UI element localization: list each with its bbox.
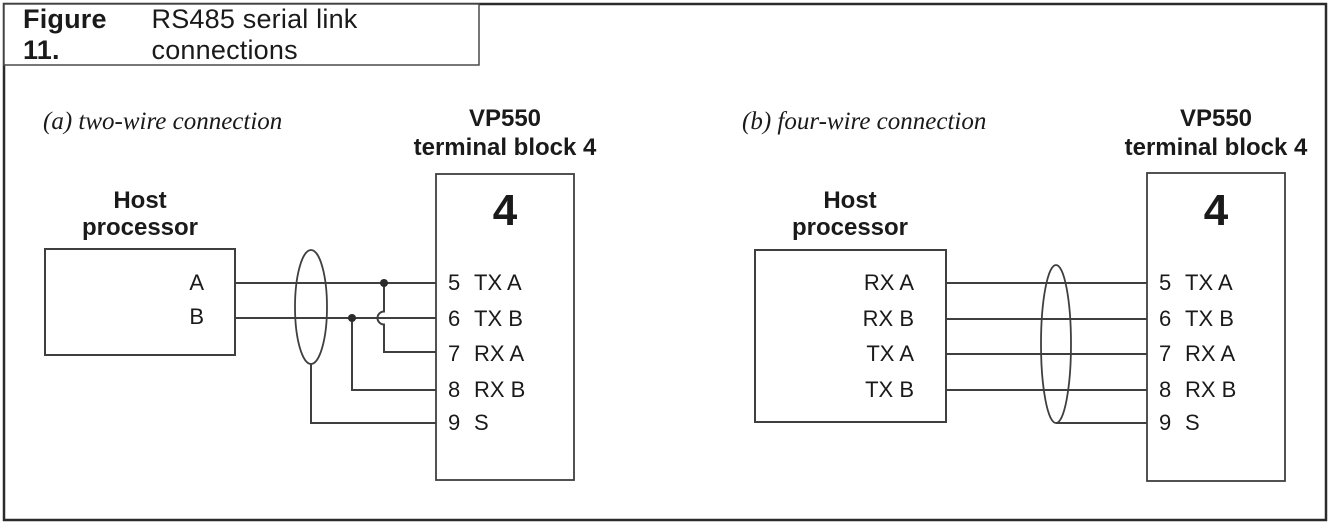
wire-a-branch-to-rxb — [351, 318, 436, 391]
caption-b: (b) four-wire connection — [742, 108, 987, 135]
cable-ellipse-a — [294, 249, 328, 365]
figure-label: Figure 11. — [23, 3, 107, 65]
pin-label: S — [474, 410, 489, 435]
terminal-b-pin-8: 8 RX B — [1159, 377, 1236, 403]
pin-label: TX B — [1185, 306, 1234, 331]
terminal-a-big-number: 4 — [492, 186, 518, 235]
terminal-header-b: VP550 terminal block 4 — [1106, 104, 1326, 162]
host-b-title-line2: processor — [791, 214, 909, 241]
figure-title-bar: Figure 11. RS485 serial link connections — [4, 4, 479, 65]
pin-number: 8 — [1159, 377, 1172, 402]
terminal-a-pin-5: 5 TX A — [448, 270, 522, 296]
cable-ellipse-b — [1040, 264, 1072, 424]
terminal-b-pin-7: 7 RX A — [1159, 341, 1235, 367]
terminal-a-block: terminal block 4 — [413, 134, 597, 161]
figure-title-box — [3, 3, 480, 66]
host-a-title-line1: Host — [113, 187, 167, 214]
pin-label: RX B — [1185, 377, 1237, 402]
junction-dot-txb — [348, 314, 356, 322]
pin-number: 9 — [448, 410, 461, 435]
pin-number: 7 — [1159, 341, 1172, 366]
terminal-a-pin-9: 9 S — [448, 410, 489, 436]
host-b-pin-txb: TX B — [865, 377, 914, 402]
terminal-b-big-number: 4 — [1203, 186, 1229, 235]
terminal-b-block: terminal block 4 — [1124, 134, 1308, 161]
junction-dot-txa — [380, 279, 388, 287]
host-b-title-line1: Host — [823, 187, 877, 214]
pin-number: 5 — [1159, 270, 1172, 295]
terminal-box-a — [435, 173, 575, 481]
terminal-a-pin-8: 8 RX B — [448, 377, 525, 403]
host-title-b: Host processor — [750, 187, 950, 241]
pin-number: 7 — [448, 341, 461, 366]
host-box-b — [754, 249, 947, 423]
pin-label: RX A — [1185, 341, 1236, 366]
terminal-box-b — [1146, 172, 1286, 482]
host-a-title-line2: processor — [81, 214, 199, 241]
host-b-pin-rxa: RX A — [863, 270, 914, 295]
terminal-a-device: VP550 — [468, 105, 542, 132]
host-b-pin-txa: TX A — [866, 341, 914, 366]
figure-title-text: RS485 serial link connections — [151, 3, 358, 65]
terminal-a-pin-6: 6 TX B — [448, 306, 523, 332]
host-title-a: Host processor — [40, 187, 240, 241]
pin-label: RX A — [474, 341, 525, 366]
pin-number: 8 — [448, 377, 461, 402]
terminal-b-pin-6: 6 TX B — [1159, 306, 1234, 332]
pin-label: TX B — [474, 306, 523, 331]
wire-a-branch-to-rxa-with-hop — [376, 283, 436, 353]
host-a-pin-b: B — [189, 304, 204, 329]
pin-number: 6 — [1159, 306, 1172, 331]
host-b-pin-rxb: RX B — [862, 306, 914, 331]
host-a-pin-a: A — [189, 270, 204, 295]
terminal-a-pin-7: 7 RX A — [448, 341, 524, 367]
caption-a: (a) two-wire connection — [43, 108, 283, 135]
wire-a-shield-to-s — [310, 364, 436, 424]
terminal-b-pin-9: 9 S — [1159, 410, 1200, 436]
pin-number: 9 — [1159, 410, 1172, 435]
terminal-b-pin-5: 5 TX A — [1159, 270, 1233, 296]
outer-frame — [2, 2, 1328, 522]
pin-label: TX A — [1185, 270, 1233, 295]
pin-label: TX A — [474, 270, 522, 295]
terminal-b-device: VP550 — [1179, 105, 1253, 132]
pin-label: S — [1185, 410, 1200, 435]
pin-number: 5 — [448, 270, 461, 295]
host-box-a — [44, 248, 236, 356]
terminal-header-a: VP550 terminal block 4 — [395, 104, 615, 162]
pin-number: 6 — [448, 306, 461, 331]
pin-label: RX B — [474, 377, 526, 402]
